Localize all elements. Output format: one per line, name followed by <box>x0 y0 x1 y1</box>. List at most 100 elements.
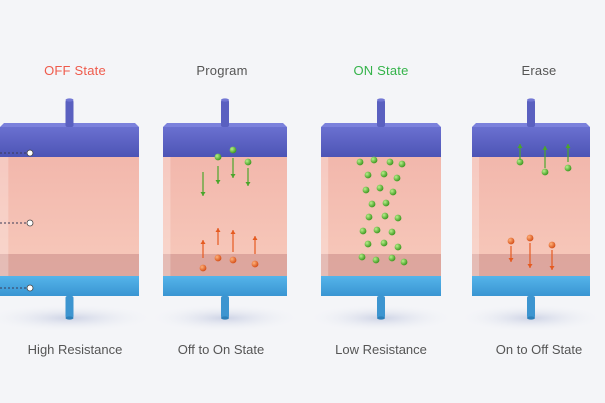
oxygen-vacancy-ion <box>251 260 259 268</box>
top-terminal <box>65 100 74 127</box>
orange-ion-arrow-up-head <box>215 228 221 232</box>
oxide-marker-dot <box>26 219 34 227</box>
oxygen-vacancy-ion <box>507 237 515 245</box>
top-terminal <box>221 100 229 127</box>
filament-ion <box>364 240 372 248</box>
top-terminal-tip <box>377 98 385 102</box>
top-electrode-marker-dot <box>26 149 34 157</box>
oxygen-vacancy-ion <box>548 241 556 249</box>
green-ion <box>244 158 252 166</box>
bottom-terminal-tip <box>65 316 74 320</box>
panel-2-state-label: Program <box>196 63 248 78</box>
panel-1-caption: High Resistance <box>27 342 123 357</box>
top-terminal-tip <box>221 98 229 102</box>
bottom-terminal <box>377 296 385 318</box>
device-4 <box>457 98 605 332</box>
green-ion-arrow-down-head <box>200 192 206 196</box>
panel-3-caption: Low Resistance <box>335 342 427 357</box>
green-ion-arrow-up-head <box>565 144 571 148</box>
bottom-terminal-tip <box>221 316 229 320</box>
filament-ion <box>394 214 402 222</box>
panel-2-caption: Off to On State <box>177 342 265 357</box>
orange-ion-arrow-up-head <box>230 230 236 234</box>
filament-ion <box>380 239 388 247</box>
filament-ion <box>359 227 367 235</box>
orange-ion-arrow-down-head <box>549 266 555 270</box>
orange-ion-arrow-down-head <box>508 258 514 262</box>
top-terminal <box>527 100 535 127</box>
bottom-electrode <box>163 276 287 296</box>
filament-ion <box>376 184 384 192</box>
bottom-terminal-tip <box>527 316 535 320</box>
oxygen-vacancy-ion <box>214 254 222 262</box>
filament-ion <box>382 199 390 207</box>
green-ion <box>541 168 549 176</box>
oxygen-vacancy-ion <box>526 234 534 242</box>
oxide-edge-highlight <box>0 157 9 276</box>
bottom-terminal <box>527 296 535 318</box>
bottom-electrode <box>321 276 441 296</box>
filament-ion <box>400 258 408 266</box>
filament-ion <box>393 174 401 182</box>
device-3 <box>306 98 456 332</box>
bottom-terminal <box>65 296 74 318</box>
top-terminal-tip <box>527 98 535 102</box>
filament-ion <box>365 213 373 221</box>
bottom-terminal <box>221 296 229 318</box>
green-ion <box>564 164 572 172</box>
green-ion-arrow-down-head <box>215 180 221 184</box>
orange-ion-arrow-up-head <box>252 236 258 240</box>
filament-ion <box>358 253 366 261</box>
orange-ion-arrow-down-head <box>527 264 533 268</box>
green-ion-arrow-up-head <box>517 144 523 148</box>
panel-4-state-label: Erase <box>521 63 557 78</box>
green-ion-arrow-down-head <box>230 174 236 178</box>
top-electrode <box>163 127 287 157</box>
top-terminal <box>377 100 385 127</box>
filament-ion <box>398 160 406 168</box>
filament-ion <box>372 256 380 264</box>
floor-shadow <box>0 304 156 332</box>
bottom-terminal-tip <box>377 316 385 320</box>
device-2 <box>148 98 302 332</box>
top-electrode <box>321 127 441 157</box>
top-electrode <box>0 127 139 157</box>
filament-ion <box>370 156 378 164</box>
green-ion <box>229 146 237 154</box>
oxygen-vacancy-ion <box>229 256 237 264</box>
filament-ion <box>388 254 396 262</box>
oxide-base-region <box>321 254 441 276</box>
oxide-edge-highlight <box>163 157 171 276</box>
oxide-edge-highlight <box>472 157 480 276</box>
bottom-electrode-marker-dot <box>26 284 34 292</box>
filament-ion <box>389 188 397 196</box>
green-ion <box>214 153 222 161</box>
filament-ion <box>364 171 372 179</box>
filament-ion <box>373 226 381 234</box>
top-electrode <box>472 127 590 157</box>
filament-ion <box>386 158 394 166</box>
panel-1-state-label: OFF State <box>44 63 106 78</box>
filament-ion <box>381 212 389 220</box>
oxygen-vacancy-ion <box>199 264 207 272</box>
filament-ion <box>368 200 376 208</box>
bottom-electrode <box>0 276 139 296</box>
green-ion-arrow-down-head <box>245 182 251 186</box>
orange-ion-arrow-up-head <box>200 240 206 244</box>
oxide-edge-highlight <box>321 157 329 276</box>
filament-ion <box>394 243 402 251</box>
green-ion-arrow-up-head <box>542 146 548 150</box>
bottom-electrode <box>472 276 590 296</box>
filament-ion <box>362 186 370 194</box>
filament-ion <box>380 170 388 178</box>
device-1 <box>0 98 156 332</box>
oxide-base-region <box>0 254 139 276</box>
green-ion <box>516 158 524 166</box>
top-terminal-tip <box>65 98 74 102</box>
panel-3-state-label: ON State <box>353 63 409 78</box>
oxide-base-region <box>163 254 287 276</box>
filament-ion <box>356 158 364 166</box>
panel-4-caption: On to Off State <box>495 342 583 357</box>
filament-ion <box>388 228 396 236</box>
